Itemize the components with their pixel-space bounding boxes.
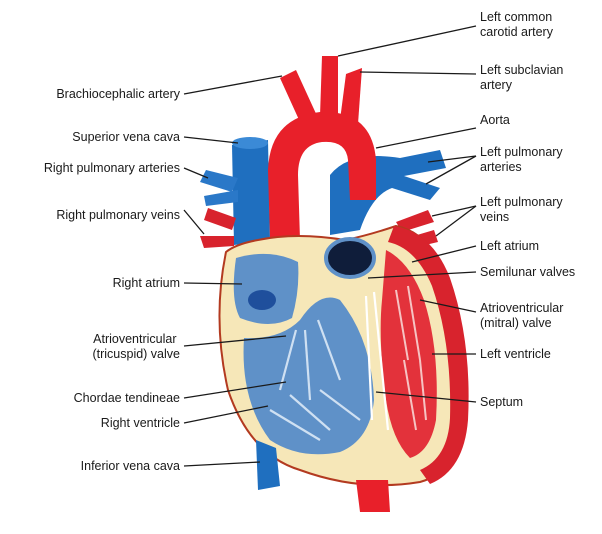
descending-aorta-shape bbox=[356, 480, 390, 512]
label-right-pulmonary-arteries: Right pulmonary arteries bbox=[44, 161, 180, 175]
label-left-subclavian-artery: Left subclavian artery bbox=[480, 63, 567, 92]
brachiocephalic-artery-shape bbox=[280, 70, 318, 122]
label-septum: Septum bbox=[480, 395, 523, 409]
label-right-atrium: Right atrium bbox=[113, 276, 180, 290]
label-left-common-carotid-artery: Left common carotid artery bbox=[480, 10, 556, 39]
label-brachiocephalic-artery: Brachiocephalic artery bbox=[56, 87, 180, 101]
label-left-pulmonary-arteries: Left pulmonary arteries bbox=[480, 145, 566, 174]
right-pulmonary-veins-shape bbox=[200, 208, 236, 248]
label-chordae-tendineae: Chordae tendineae bbox=[74, 391, 180, 405]
label-inferior-vena-cava: Inferior vena cava bbox=[81, 459, 180, 473]
right-atrium-chamber bbox=[234, 254, 299, 324]
label-left-pulmonary-veins: Left pulmonary veins bbox=[480, 195, 566, 224]
label-atrioventricular-tricuspid-valve: Atrioventricular (tricuspid) valve bbox=[92, 332, 180, 361]
label-left-atrium: Left atrium bbox=[480, 239, 539, 253]
label-aorta: Aorta bbox=[480, 113, 510, 127]
label-right-ventricle: Right ventricle bbox=[101, 416, 180, 430]
left-subclavian-shape bbox=[340, 68, 362, 124]
pulmonary-valve-opening bbox=[326, 239, 374, 277]
label-semilunar-valves: Semilunar valves bbox=[480, 265, 575, 279]
left-common-carotid-shape bbox=[320, 56, 338, 116]
coronary-sinus-opening bbox=[248, 290, 276, 310]
label-superior-vena-cava: Superior vena cava bbox=[72, 130, 180, 144]
label-left-ventricle: Left ventricle bbox=[480, 347, 551, 361]
label-right-pulmonary-veins: Right pulmonary veins bbox=[56, 208, 180, 222]
label-atrioventricular-mitral-valve: Atrioventricular (mitral) valve bbox=[480, 301, 567, 330]
right-pulmonary-arteries-shape bbox=[200, 170, 238, 206]
